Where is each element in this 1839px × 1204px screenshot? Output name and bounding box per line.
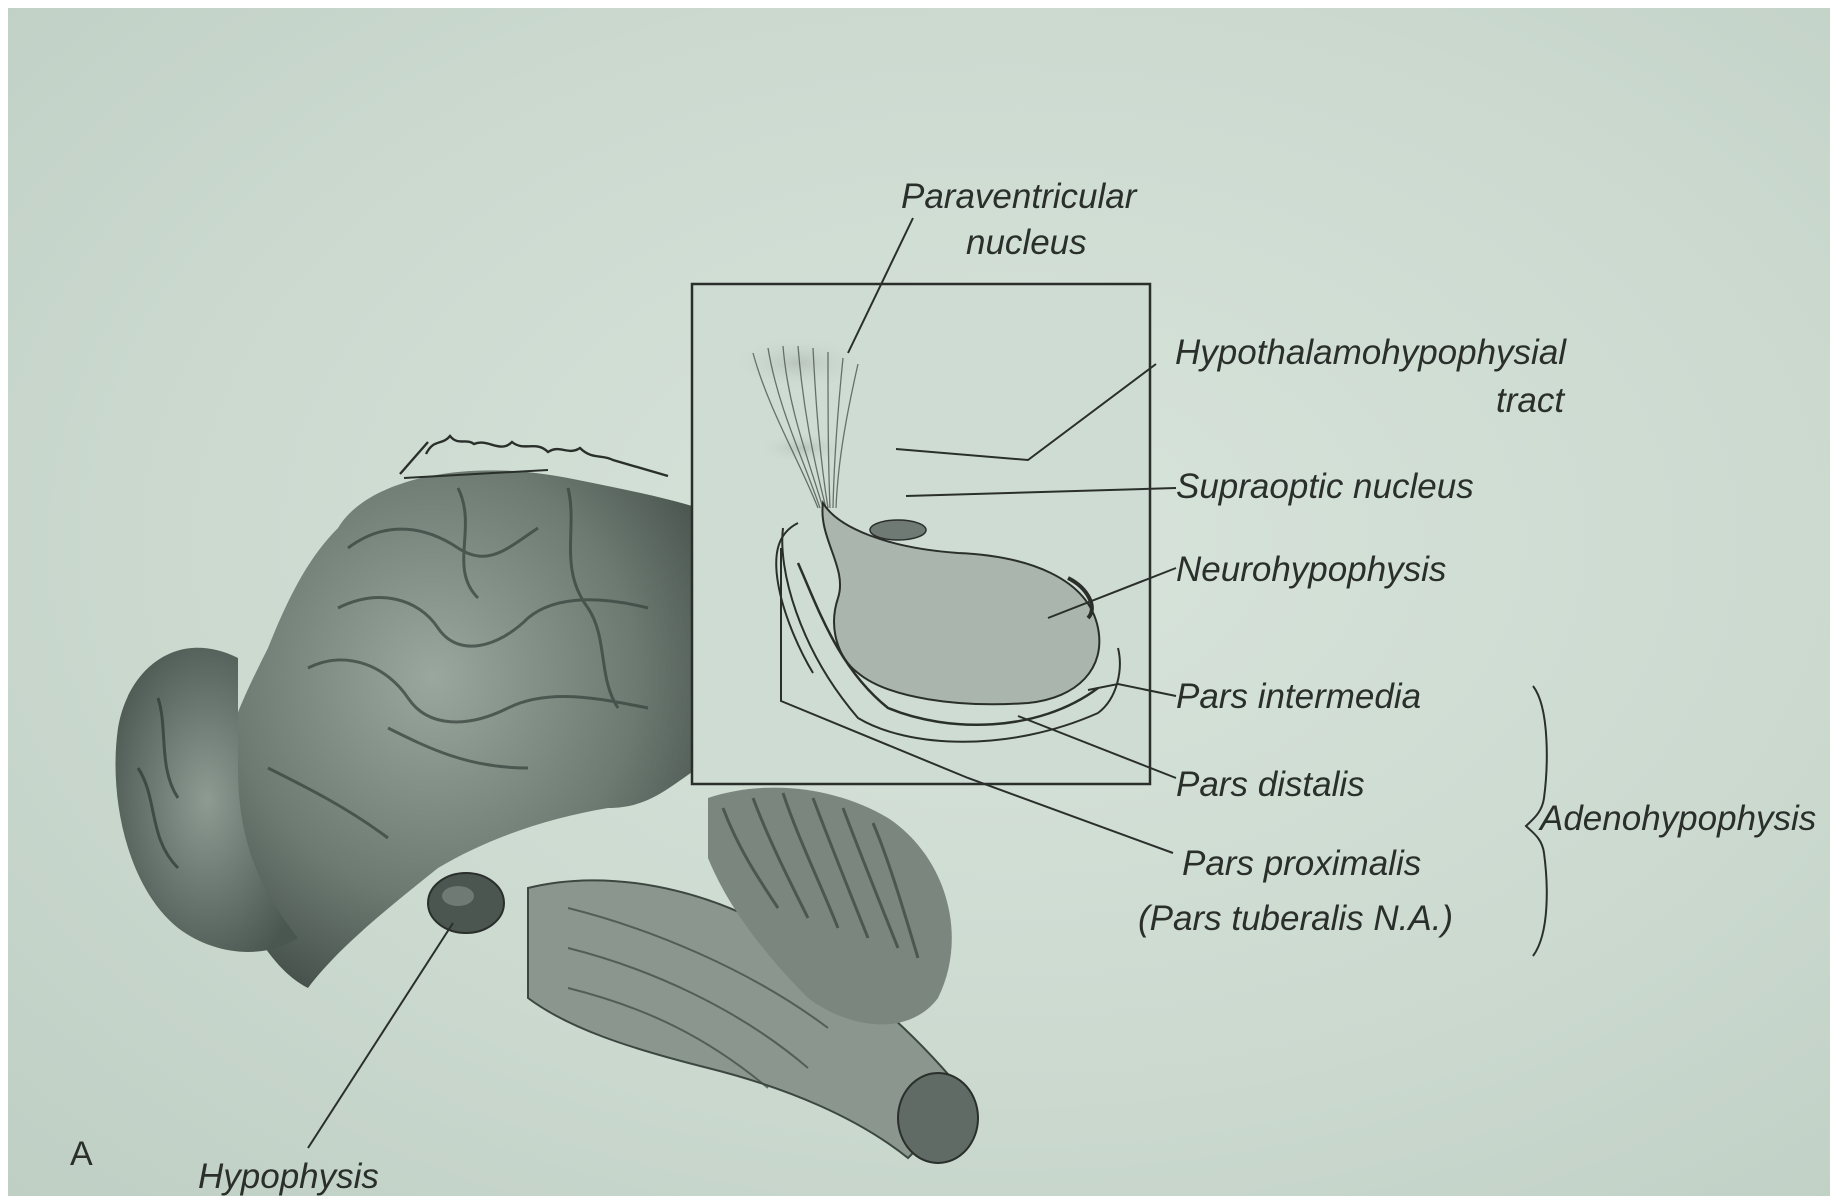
label-paraventricular-line1: Paraventricular — [901, 177, 1138, 216]
label-pars-distalis: Pars distalis — [1176, 765, 1365, 804]
label-neurohypophysis: Neurohypophysis — [1176, 550, 1446, 589]
label-paraventricular-line2: nucleus — [966, 223, 1087, 262]
label-hypothalamo-line1: Hypothalamohypophysial — [1175, 333, 1567, 372]
label-adenohypophysis: Adenohypophysis — [1538, 799, 1816, 838]
label-pars-intermedia: Pars intermedia — [1176, 677, 1421, 716]
label-supraoptic: Supraoptic nucleus — [1176, 467, 1474, 506]
panel-letter: A — [70, 1135, 93, 1173]
textbook-photo: Paraventricular nucleus Hypothalamohypop… — [8, 8, 1830, 1196]
artist-signature — [400, 436, 668, 478]
anatomy-figure: Paraventricular nucleus Hypothalamohypop… — [8, 8, 1830, 1196]
label-pars-tuberalis: (Pars tuberalis N.A.) — [1138, 899, 1453, 938]
paraventricular-nucleus-cloud — [728, 335, 868, 391]
label-hypophysis: Hypophysis — [198, 1157, 379, 1196]
label-pars-proximalis: Pars proximalis — [1182, 844, 1421, 883]
label-hypothalamo-line2: tract — [1496, 381, 1565, 420]
